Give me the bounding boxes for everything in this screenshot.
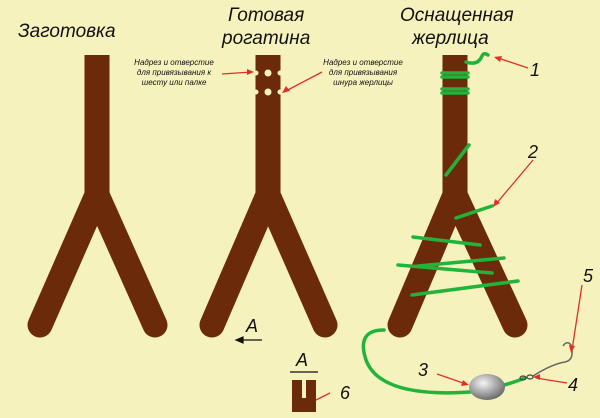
view-arrow-label: A: [246, 316, 259, 336]
blank-slingshot: [27, 55, 168, 338]
number-1: 1: [530, 60, 541, 80]
section-label: A: [296, 350, 309, 370]
title-ready-2: рогатина: [222, 28, 311, 49]
holes: [253, 69, 283, 96]
number-5: 5: [583, 266, 594, 286]
ready-slingshot: [199, 55, 338, 338]
number-6: 6: [340, 383, 351, 403]
sinker: [469, 374, 505, 400]
note-line: Надрез и отверстие: [323, 58, 403, 67]
hook: [532, 342, 573, 377]
number-2: 2: [528, 142, 539, 162]
note-line: для привязывания: [328, 68, 398, 77]
number-4: 4: [568, 375, 579, 395]
title-ready-1: Готовая: [228, 5, 305, 26]
note-line: шесту или палке: [141, 78, 207, 87]
note-line-cord: Надрез и отверстие для привязывания шнур…: [318, 58, 408, 88]
number-3: 3: [418, 360, 429, 380]
view-arrow: [234, 336, 262, 344]
pointer-arrows: [221, 56, 583, 405]
note-line: для привязывания к: [136, 68, 212, 77]
note-pole: Надрез и отверстие для привязывания к ше…: [124, 58, 224, 88]
title-blank: Заготовка: [18, 21, 116, 42]
note-line: Надрез и отверстие: [134, 58, 214, 67]
title-equipped-2: жерлица: [412, 28, 489, 49]
title-equipped-1: Оснащенная: [400, 5, 514, 26]
note-line: шнура жерлицы: [333, 78, 393, 87]
fishing-line: [361, 51, 527, 395]
